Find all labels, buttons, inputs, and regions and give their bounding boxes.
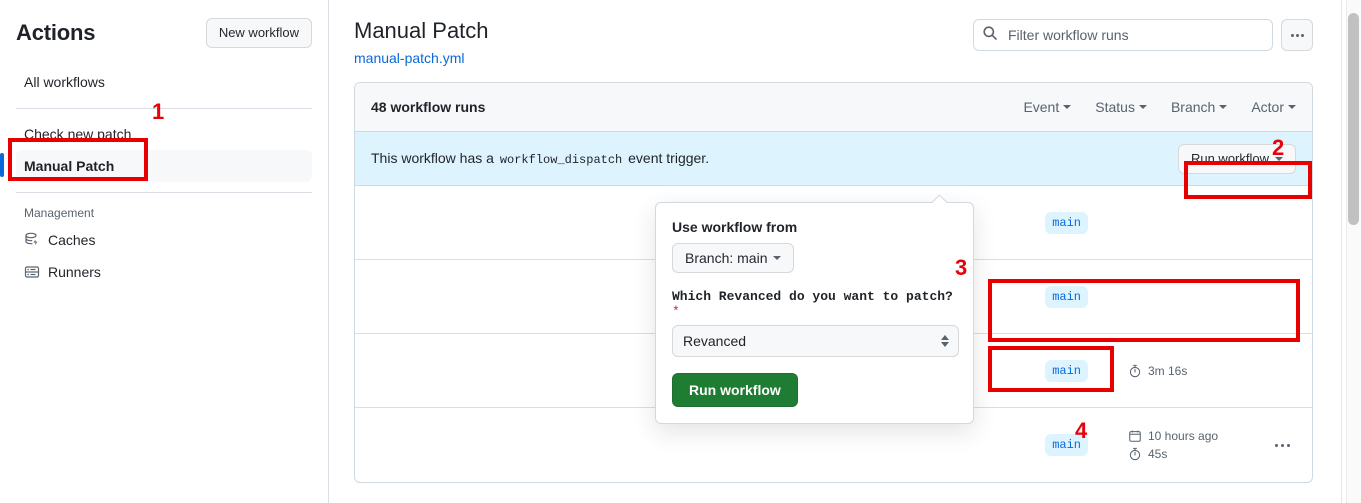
filter-workflow-runs-box[interactable] xyxy=(973,19,1273,51)
row-kebab-button[interactable] xyxy=(1268,443,1296,447)
sidebar-item-label: Check new patch xyxy=(24,126,132,142)
dispatch-banner-text: This workflow has a workflow_dispatch ev… xyxy=(371,150,709,167)
required-marker: * xyxy=(672,304,680,319)
search-input[interactable] xyxy=(1006,26,1264,44)
branch-badge[interactable]: main xyxy=(1045,434,1088,456)
chevron-down-icon xyxy=(773,256,782,260)
input-field-label-text: Which Revanced do you want to patch? xyxy=(672,289,953,304)
submit-run-workflow-button[interactable]: Run workflow xyxy=(672,373,798,407)
sidebar-item-label: Caches xyxy=(48,232,96,248)
run-duration: 3m 16s xyxy=(1128,364,1268,378)
workflow-options-kebab-button[interactable] xyxy=(1281,19,1313,51)
branch-badge[interactable]: main xyxy=(1045,359,1088,382)
chevron-down-icon xyxy=(941,342,949,347)
annotation-number-4: 4 xyxy=(1075,418,1088,443)
chevron-down-icon xyxy=(1138,105,1147,109)
cache-icon xyxy=(24,232,40,248)
input-field-label: Which Revanced do you want to patch? * xyxy=(672,289,957,319)
workflow-runs-filters: Event Status Branch Actor xyxy=(1023,99,1296,115)
run-meta: 3m 16s xyxy=(1088,364,1268,378)
dispatch-event-code: workflow_dispatch xyxy=(499,153,623,167)
sidebar-item-label: Manual Patch xyxy=(24,158,115,174)
workflow-dispatch-banner: This workflow has a workflow_dispatch ev… xyxy=(355,132,1312,186)
workflow-file-link[interactable]: manual-patch.yml xyxy=(354,50,465,66)
kebab-menu-icon xyxy=(1295,33,1299,37)
workflow-header: Manual Patch manual-patch.yml xyxy=(354,16,1313,68)
sidebar-item-runners[interactable]: Runners xyxy=(16,256,312,288)
filter-label: Status xyxy=(1095,99,1135,115)
calendar-icon xyxy=(1129,430,1141,442)
sidebar-item-all-workflows[interactable]: All workflows xyxy=(16,66,312,98)
runners-icon xyxy=(24,264,40,280)
sidebar-divider-2 xyxy=(16,192,312,193)
filter-label: Event xyxy=(1023,99,1060,115)
workflow-runs-toolbar: 48 workflow runs Event Status Branch xyxy=(355,83,1312,132)
run-duration: 45s xyxy=(1128,447,1268,461)
page-scrollbar[interactable] xyxy=(1346,0,1361,503)
chevron-down-icon xyxy=(1063,105,1072,109)
sidebar-header: Actions New workflow xyxy=(16,0,312,48)
filter-status-dropdown[interactable]: Status xyxy=(1095,99,1147,115)
chevron-down-icon xyxy=(1219,105,1228,109)
kebab-menu-icon xyxy=(1300,33,1304,37)
revanced-select[interactable]: Revanced xyxy=(672,325,959,357)
filter-label: Branch xyxy=(1170,99,1216,115)
kebab-menu-icon xyxy=(1280,443,1284,447)
actions-sidebar: Actions New workflow All workflows Check… xyxy=(0,0,329,503)
branch-badge[interactable]: main xyxy=(1045,285,1088,308)
search-icon xyxy=(982,25,998,46)
dispatch-text-after: event trigger. xyxy=(628,150,710,166)
run-age-value: 10 hours ago xyxy=(1148,429,1219,443)
sidebar-nav-list: All workflows Check new patch Manual Pat… xyxy=(0,66,312,288)
chevron-down-icon xyxy=(1275,156,1283,161)
new-workflow-button[interactable]: New workflow xyxy=(205,18,312,48)
run-duration-value: 45s xyxy=(1148,447,1168,461)
sidebar-section-management: Management xyxy=(24,206,95,220)
annotation-number-1: 1 xyxy=(152,99,165,124)
table-row[interactable]: main 10 hours ago 45s xyxy=(355,408,1312,482)
sidebar-item-caches[interactable]: Caches xyxy=(16,224,312,256)
workflow-runs-count: 48 workflow runs xyxy=(371,99,486,115)
run-duration-value: 3m 16s xyxy=(1148,363,1188,378)
kebab-menu-icon xyxy=(1274,443,1278,447)
run-age: 10 hours ago xyxy=(1128,429,1268,443)
filter-actor-dropdown[interactable]: Actor xyxy=(1251,99,1296,115)
kebab-menu-icon xyxy=(1290,33,1294,37)
run-workflow-button-label: Run workflow xyxy=(1190,150,1269,166)
scrollbar-thumb[interactable] xyxy=(1348,13,1359,225)
run-meta: 10 hours ago 45s xyxy=(1088,429,1268,461)
stopwatch-icon xyxy=(1129,364,1141,377)
sidebar-item-label: Runners xyxy=(48,264,101,280)
filter-branch-dropdown[interactable]: Branch xyxy=(1170,99,1228,115)
page-border xyxy=(1341,0,1342,503)
chevron-up-icon xyxy=(941,335,949,340)
revanced-select-value: Revanced xyxy=(683,333,747,349)
run-workflow-dropdown-panel: Use workflow from Branch: main Which Rev… xyxy=(655,202,974,424)
chevron-down-icon xyxy=(1288,105,1296,109)
workflow-header-left: Manual Patch manual-patch.yml xyxy=(354,16,489,68)
branch-selector-button[interactable]: Branch: main xyxy=(672,243,795,273)
run-workflow-dropdown-button[interactable]: Run workflow xyxy=(1177,143,1296,174)
use-workflow-from-label: Use workflow from xyxy=(672,219,798,235)
kebab-menu-icon xyxy=(1286,443,1290,447)
sidebar-item-manual-patch[interactable]: Manual Patch xyxy=(0,150,312,182)
branch-badge[interactable]: main xyxy=(1045,211,1088,234)
sidebar-divider-1 xyxy=(16,108,312,109)
select-arrows-icon xyxy=(941,335,949,347)
stopwatch-icon xyxy=(1129,447,1141,461)
workflow-title: Manual Patch xyxy=(354,18,489,43)
sidebar-item-label: All workflows xyxy=(24,74,105,90)
annotation-number-2: 2 xyxy=(1272,135,1285,160)
annotation-number-3: 3 xyxy=(955,255,968,280)
workflow-header-actions xyxy=(973,19,1313,51)
page-title: Actions xyxy=(16,20,96,45)
filter-label: Actor xyxy=(1251,99,1284,115)
dropdown-arrow-icon xyxy=(931,195,947,203)
dispatch-text-before: This workflow has a xyxy=(371,150,494,166)
filter-event-dropdown[interactable]: Event xyxy=(1023,99,1072,115)
branch-selector-label: Branch: main xyxy=(685,250,768,266)
